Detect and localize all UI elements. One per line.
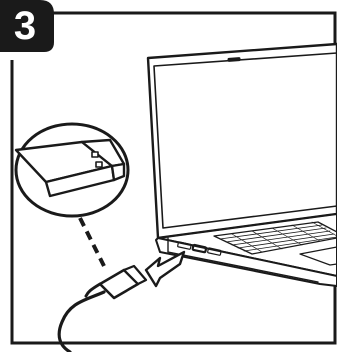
laptop-icon xyxy=(148,44,337,286)
insert-arrow-icon xyxy=(146,252,184,286)
step-number: 3 xyxy=(0,3,50,49)
magnifier-callout-icon xyxy=(16,124,128,216)
callout-leader-line xyxy=(80,218,104,266)
usb-c-connector-icon xyxy=(59,266,146,352)
